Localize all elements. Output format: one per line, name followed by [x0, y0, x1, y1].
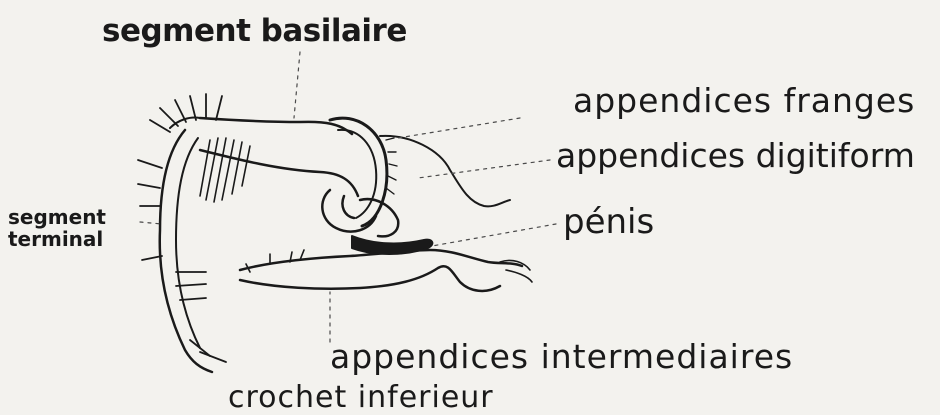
label-segment-terminal-line2: terminal — [8, 228, 106, 250]
terminal-segment-inner — [176, 138, 200, 348]
digitiform-appendage — [322, 190, 376, 232]
digitiform-inner — [342, 196, 354, 218]
label-penis: pénis — [563, 205, 654, 239]
basilar-hatching — [200, 138, 250, 202]
label-segment-basilaire: segment basilaire — [102, 16, 407, 47]
frange-appendage-inner — [338, 130, 376, 218]
label-segment-terminal: segment terminal — [8, 206, 106, 250]
label-appendices-intermediaires: appendices intermediaires — [330, 340, 793, 373]
label-appendices-franges: appendices franges — [573, 84, 915, 117]
label-crochet-inferieur: crochet inferieur — [228, 383, 494, 413]
intermediary-appendage-upper — [240, 250, 522, 270]
terminal-segment-outline — [160, 130, 212, 372]
membrane-lobe — [380, 136, 510, 207]
digitiform-loop — [360, 199, 398, 236]
label-segment-terminal-line1: segment — [8, 206, 106, 228]
intermediary-appendage-lower — [240, 266, 500, 291]
label-appendices-digitiform: appendices digitiform — [556, 139, 915, 172]
